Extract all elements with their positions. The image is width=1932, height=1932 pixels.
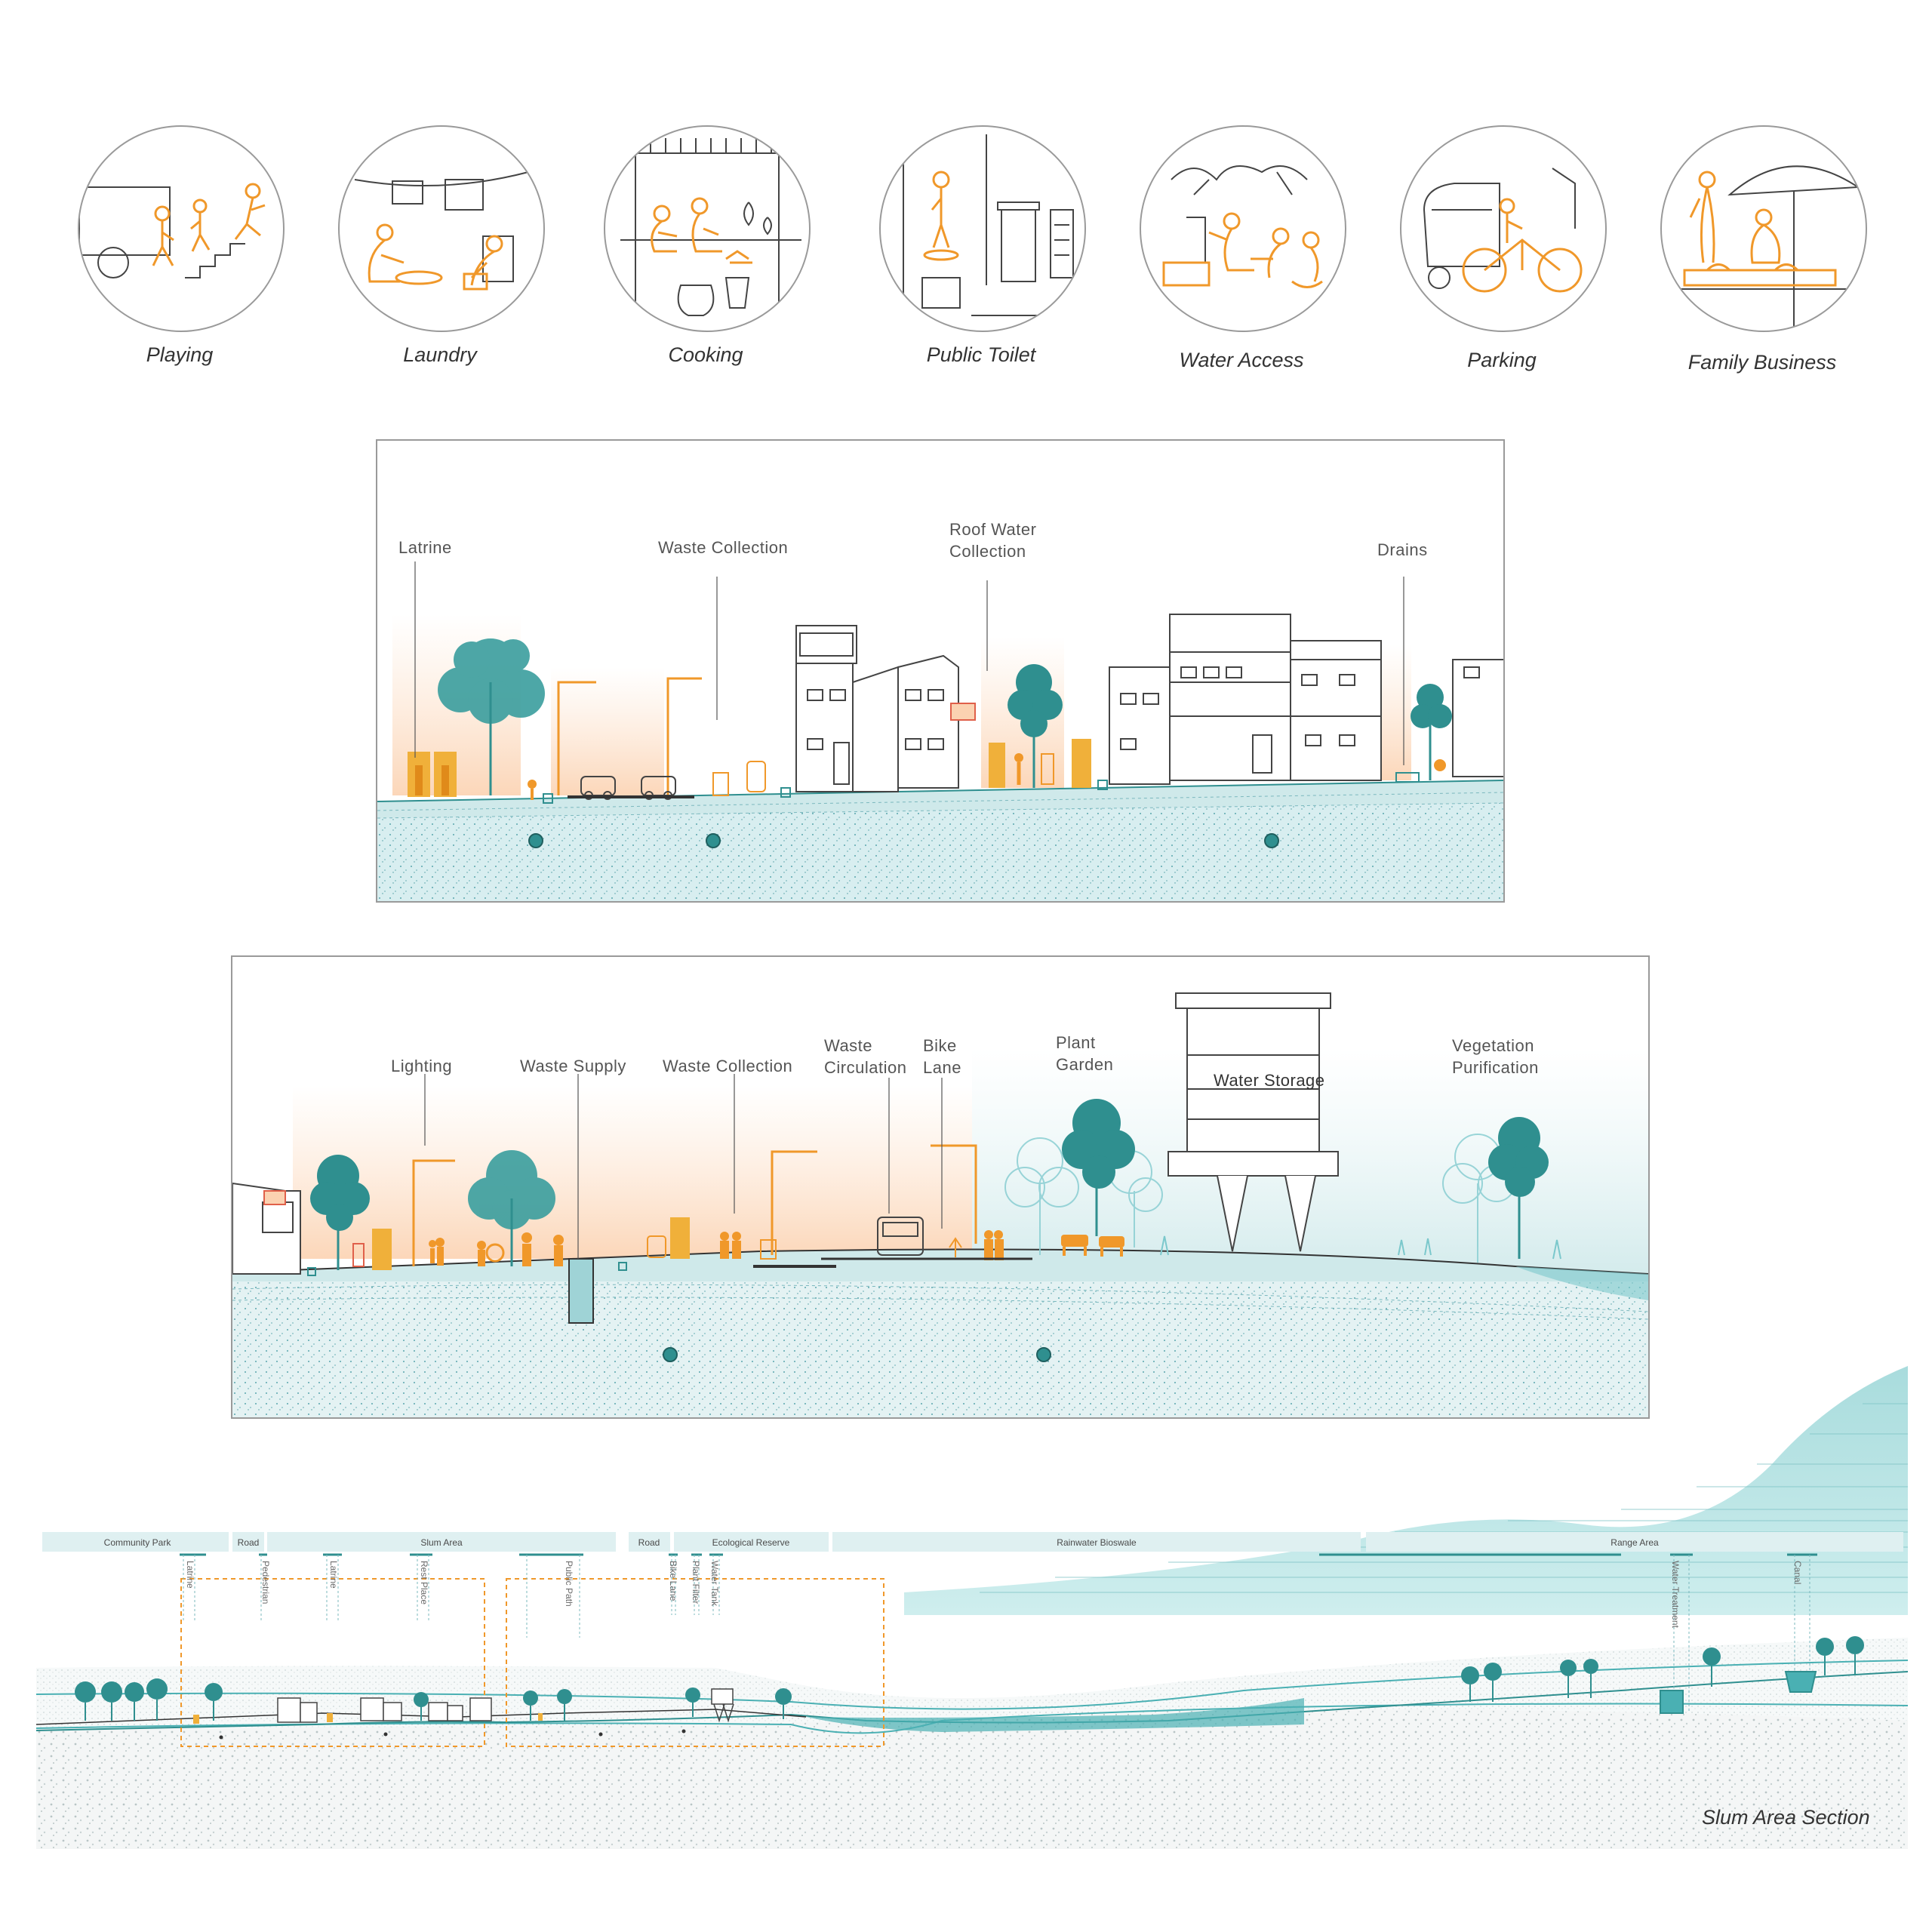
cooking-illustration — [604, 125, 811, 332]
water-storage-label: Water Storage — [1214, 1071, 1325, 1090]
callout-waste-supply: Waste Supply — [520, 1057, 626, 1075]
activity-label-family-business: Family Business — [1687, 351, 1837, 374]
callout-latrine: Latrine — [398, 538, 452, 557]
vlabel-pedestrian: Pedestrian — [260, 1561, 271, 1604]
activity-label-water-access: Water Access — [1179, 349, 1304, 371]
callout-vegetation-purification: Vegetation Purification — [1452, 1036, 1539, 1077]
slum-area-section: Community Park Road Slum Area Road Ecolo… — [35, 1366, 1909, 1849]
vlabel-latrine-2: Latrine — [328, 1561, 339, 1589]
activity-label-playing: Playing — [146, 343, 214, 366]
street-section-1: Latrine Waste Collection Roof Water Coll… — [376, 439, 1505, 903]
callout-waste-circulation: Waste Circulation — [824, 1036, 907, 1077]
public-toilet-illustration — [879, 125, 1086, 332]
zone-road-2: Road — [638, 1537, 660, 1548]
activity-label-cooking: Cooking — [668, 343, 743, 366]
vlabel-water-treatment: Water Treatment — [1670, 1561, 1681, 1629]
zone-range-area: Range Area — [1611, 1537, 1659, 1548]
vlabel-plant-filter: Plant Filter — [691, 1561, 701, 1604]
playing-illustration — [78, 125, 285, 332]
parking-illustration — [1400, 125, 1607, 332]
water-access-illustration — [1140, 125, 1346, 332]
activity-label-laundry: Laundry — [403, 343, 477, 366]
callout-waste-collection-2: Waste Collection — [663, 1057, 793, 1075]
vlabel-rest-place: Rest Place — [419, 1561, 429, 1604]
callout-bike-lane: Bike Lane — [923, 1036, 961, 1077]
street-section-2: Lighting Waste Supply Waste Collection W… — [231, 955, 1650, 1419]
family-business-illustration — [1660, 125, 1867, 332]
section-caption: Slum Area Section — [1702, 1806, 1870, 1829]
zone-slum-area: Slum Area — [420, 1537, 463, 1548]
callout-plant-garden: Plant Garden — [1056, 1033, 1114, 1074]
activity-label-public-toilet: Public Toilet — [926, 343, 1036, 366]
vlabel-bike-lane: Bike Lane — [668, 1561, 678, 1601]
zone-road-1: Road — [238, 1537, 260, 1548]
zone-community-park: Community Park — [104, 1537, 172, 1548]
callout-drains: Drains — [1377, 540, 1428, 559]
zone-rainwater-bioswale: Rainwater Bioswale — [1057, 1537, 1137, 1548]
vlabel-water-tank: Water Tank — [709, 1561, 720, 1607]
vlabel-canal: Canal — [1792, 1561, 1803, 1584]
zone-ecological-reserve: Ecological Reserve — [712, 1537, 790, 1548]
vlabel-public-path: Public Path — [564, 1561, 574, 1607]
activity-label-parking: Parking — [1467, 349, 1537, 371]
vlabel-latrine-1: Latrine — [185, 1561, 195, 1589]
laundry-illustration — [338, 125, 545, 332]
callout-roof-water-collection: Roof Water Collection — [949, 520, 1037, 561]
callout-waste-collection: Waste Collection — [658, 538, 789, 557]
callout-lighting: Lighting — [391, 1057, 453, 1075]
